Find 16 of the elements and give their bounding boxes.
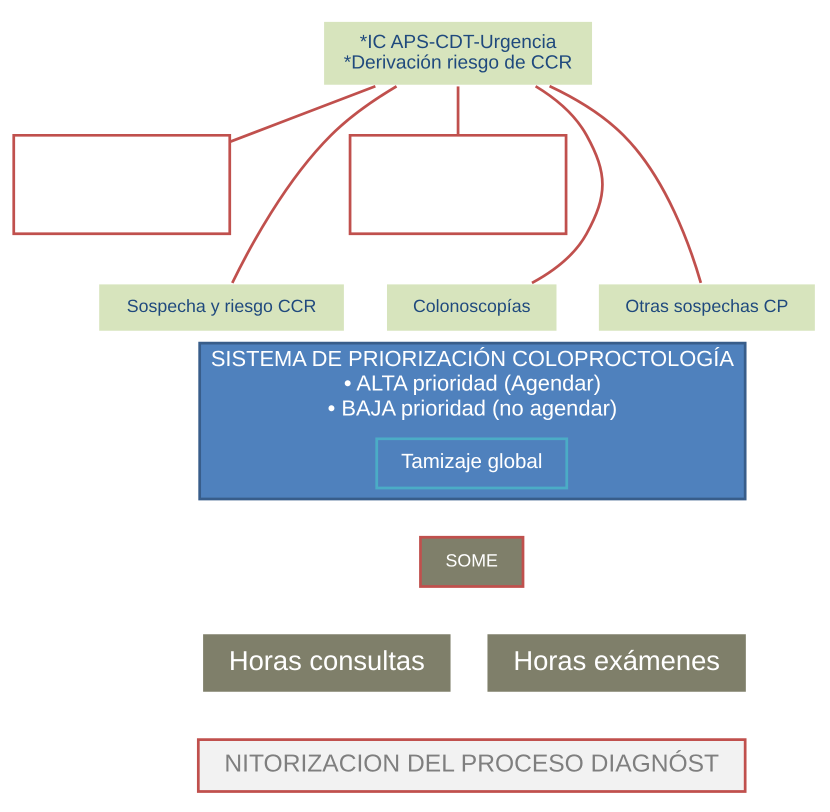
- connector: [230, 84, 376, 143]
- node-box: Horas consultas: [203, 634, 451, 692]
- node-box: Colonoscopías: [384, 282, 560, 334]
- connector: [548, 84, 702, 284]
- node-box: [12, 134, 232, 236]
- node-box: Sospecha y riesgo CCR: [96, 282, 347, 334]
- connector: [231, 85, 398, 284]
- node-box: Horas exámenes: [487, 634, 746, 692]
- node-box: NITORIZACION DEL PROCESO DIAGNÓST: [196, 738, 747, 793]
- node-box: [348, 134, 568, 236]
- node-box: Otras sospechas CP: [596, 282, 818, 334]
- connector: [531, 85, 604, 284]
- connector: [456, 86, 460, 136]
- node-box: *IC APS-CDT-Urgencia *Derivación riesgo de CCR: [321, 19, 595, 88]
- node-box: SOME: [419, 536, 524, 588]
- node-box: Tamizaje global: [375, 437, 568, 490]
